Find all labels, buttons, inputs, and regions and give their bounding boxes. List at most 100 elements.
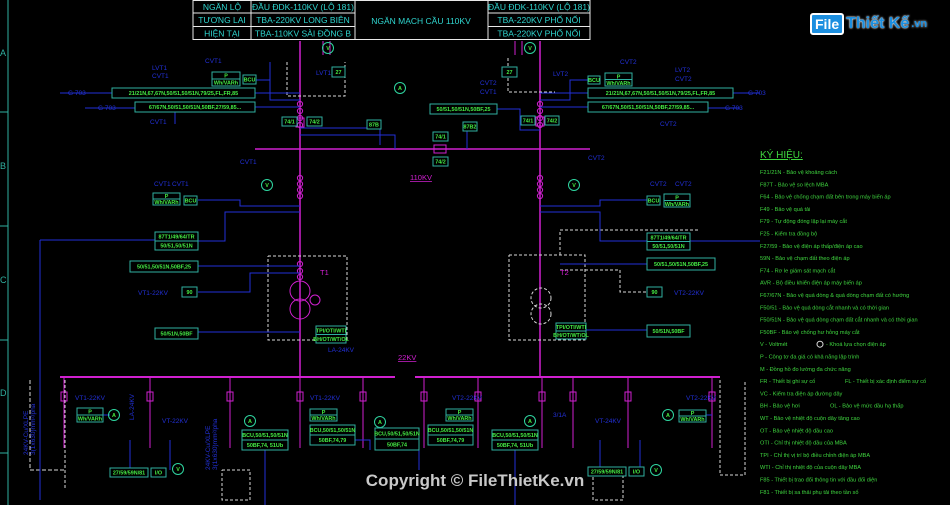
relay-box <box>432 131 449 142</box>
relay-box <box>129 260 199 273</box>
relay-box <box>109 467 149 478</box>
voltmeter-icon <box>650 464 662 476</box>
label-la_24: LA-24KV <box>328 347 355 354</box>
breaker-icon <box>474 391 482 402</box>
label-cvt1: CVT1 <box>152 73 169 80</box>
relay-function-label: BH/OT/WT/OL <box>553 333 589 339</box>
table-cell: TBA-220KV PHỐ NỐI <box>497 28 580 39</box>
relay-function-label: BCU,50/51,50/51N <box>310 428 356 434</box>
relay-function-label: 21/21N,67,67N,50/51,50/51N,79/25,FL,FR,8… <box>606 91 715 97</box>
legend-item: AVR - Bộ điều khiển điện áp máy biến áp <box>760 280 862 287</box>
relay-box <box>587 75 601 85</box>
breaker-icon <box>296 391 304 402</box>
relay-function-label: 50BF,74, 51Ub <box>497 443 534 449</box>
relay-function-label: 27/59/59N/81 <box>591 470 623 476</box>
label-vt1_22: VT1-22KV <box>310 395 341 402</box>
relay-box <box>462 121 478 132</box>
meter-symbol: V <box>654 468 658 474</box>
legend-item: - Khoá lựa chọn điện áp <box>826 342 886 348</box>
relay-function-label: P <box>675 195 679 201</box>
meter-symbol: V <box>528 46 532 52</box>
transformer-winding-icon <box>289 298 311 320</box>
legend-item: BH - Bảo vệ hơi <box>760 404 800 410</box>
label-cvt2: CVT2 <box>675 181 692 188</box>
breaker-icon <box>538 391 546 402</box>
label-cable: 24KV-Cu/XLPE <box>23 410 30 455</box>
relay-function-label: 87T1/49/64/TR <box>159 235 195 241</box>
relay-function-label: 50BF,74, 51Ub <box>247 443 284 449</box>
ammeter-icon <box>244 415 256 427</box>
label-vt_22: VT-22KV <box>162 418 189 425</box>
relay-box <box>331 66 346 78</box>
meter-symbol: V <box>572 183 576 189</box>
label-vt1_22: VT1-22KV <box>138 290 169 297</box>
relay-box <box>366 119 382 130</box>
label-lvt2: LVT2 <box>675 67 690 74</box>
table-cell: NGĂN LỘ <box>203 2 242 12</box>
relay-function-label: BCU,50/51,50/51N <box>374 432 420 438</box>
label-vt1_22: VT1-22KV <box>75 395 106 402</box>
label-cvt2: CVT2 <box>620 59 637 66</box>
wire <box>267 255 348 341</box>
label-g703: G 703 <box>98 105 116 112</box>
breaker-icon <box>708 391 716 402</box>
breaker-icon <box>359 391 367 402</box>
transformer-winding-icon <box>530 287 552 309</box>
voltage-selector-icon <box>816 340 824 348</box>
copyright-watermark: Copyright © FileThietKe.vn <box>366 471 584 490</box>
relay-function-label: 50/51,50/51N,50BF,25 <box>137 265 191 271</box>
relay-function-label: BCU <box>185 199 197 205</box>
relay-function-label: 74/2 <box>547 119 558 125</box>
legend-item: F79 - Tự động đóng lặp lại máy cắt <box>760 218 847 225</box>
current-transformer-icon <box>296 267 304 275</box>
legend-item: F50/51 - Bảo vệ quá dòng cắt nhanh và có… <box>760 304 889 311</box>
legend-item: FR - Thiết bị ghi sự cố <box>760 379 815 385</box>
legend-item: F27/59 - Bảo vệ điện áp thấp/điện áp cao <box>760 244 863 250</box>
legend-item: F67/67N - Bảo vệ quá dòng & quá dòng chạ… <box>760 293 909 299</box>
relay-box <box>646 286 663 298</box>
legend-item: M - Đồng hồ đo lường đa chức năng <box>760 367 851 373</box>
legend-item: 59N - Bảo vệ chạm đất theo điện áp <box>760 256 850 262</box>
wire <box>719 380 746 476</box>
relay-function-label: BCU <box>648 199 660 205</box>
relay-function-label: 90 <box>652 290 658 296</box>
relay-function-label: 50BF,74 <box>387 443 407 449</box>
relay-function-label: Wh/VARh <box>665 202 689 208</box>
wire <box>255 79 300 101</box>
relay-function-label: BCU,50/51,50/51N <box>428 428 474 434</box>
label-g703: G 703 <box>748 90 766 97</box>
relay-function-label: P <box>165 194 169 200</box>
label-cvt2: CVT2 <box>588 155 605 162</box>
relay-function-label: 67/67N,50/51,50/51N,50BF,27/59,85... <box>602 105 695 111</box>
relay-function-label: BCU <box>588 78 600 84</box>
voltmeter-icon <box>524 42 536 54</box>
voltmeter-icon <box>172 463 184 475</box>
breaker-icon <box>624 391 632 402</box>
logo-folder-icon: File <box>810 13 845 35</box>
relay-function-label: 87T1/49/64/TR <box>651 235 687 241</box>
label-lvt1: LVT1 <box>316 70 331 77</box>
relay-function-label: 87B2 <box>464 125 477 131</box>
relay-function-label: 74/1 <box>523 119 534 125</box>
relay-box <box>306 116 323 127</box>
relay-function-label: P <box>691 411 695 417</box>
relay-function-label: BCU,50/51,50/51N <box>492 433 538 439</box>
legend-item: WTI - Chỉ thị nhiệt độ của cuộn dây MBA <box>760 464 861 471</box>
current-transformer-icon <box>296 260 304 268</box>
legend-item: OTI - Chỉ thị nhiệt độ dầu của MBA <box>760 440 847 447</box>
wire <box>300 127 381 145</box>
meter-symbol: A <box>112 413 116 419</box>
relay-box <box>432 156 449 167</box>
label-la_24: LA-24KV <box>129 393 136 420</box>
relay-function-label: TPI/OTI/WTI <box>556 325 587 331</box>
relay-function-label: P <box>458 410 462 416</box>
relay-function-label: I/O <box>633 470 640 476</box>
legend-item: F74 - Rơ le giám sát mạch cắt <box>760 267 836 274</box>
current-transformer-icon <box>296 192 304 200</box>
relay-function-label: P <box>617 74 621 80</box>
wire <box>540 199 647 207</box>
relay-function-label: 21/21N,67,67N,50/51,50/51N,79/25,FL,FR,8… <box>129 91 238 97</box>
relay-box <box>429 103 498 115</box>
relay-function-label: 50/51,50/51N <box>652 244 684 250</box>
